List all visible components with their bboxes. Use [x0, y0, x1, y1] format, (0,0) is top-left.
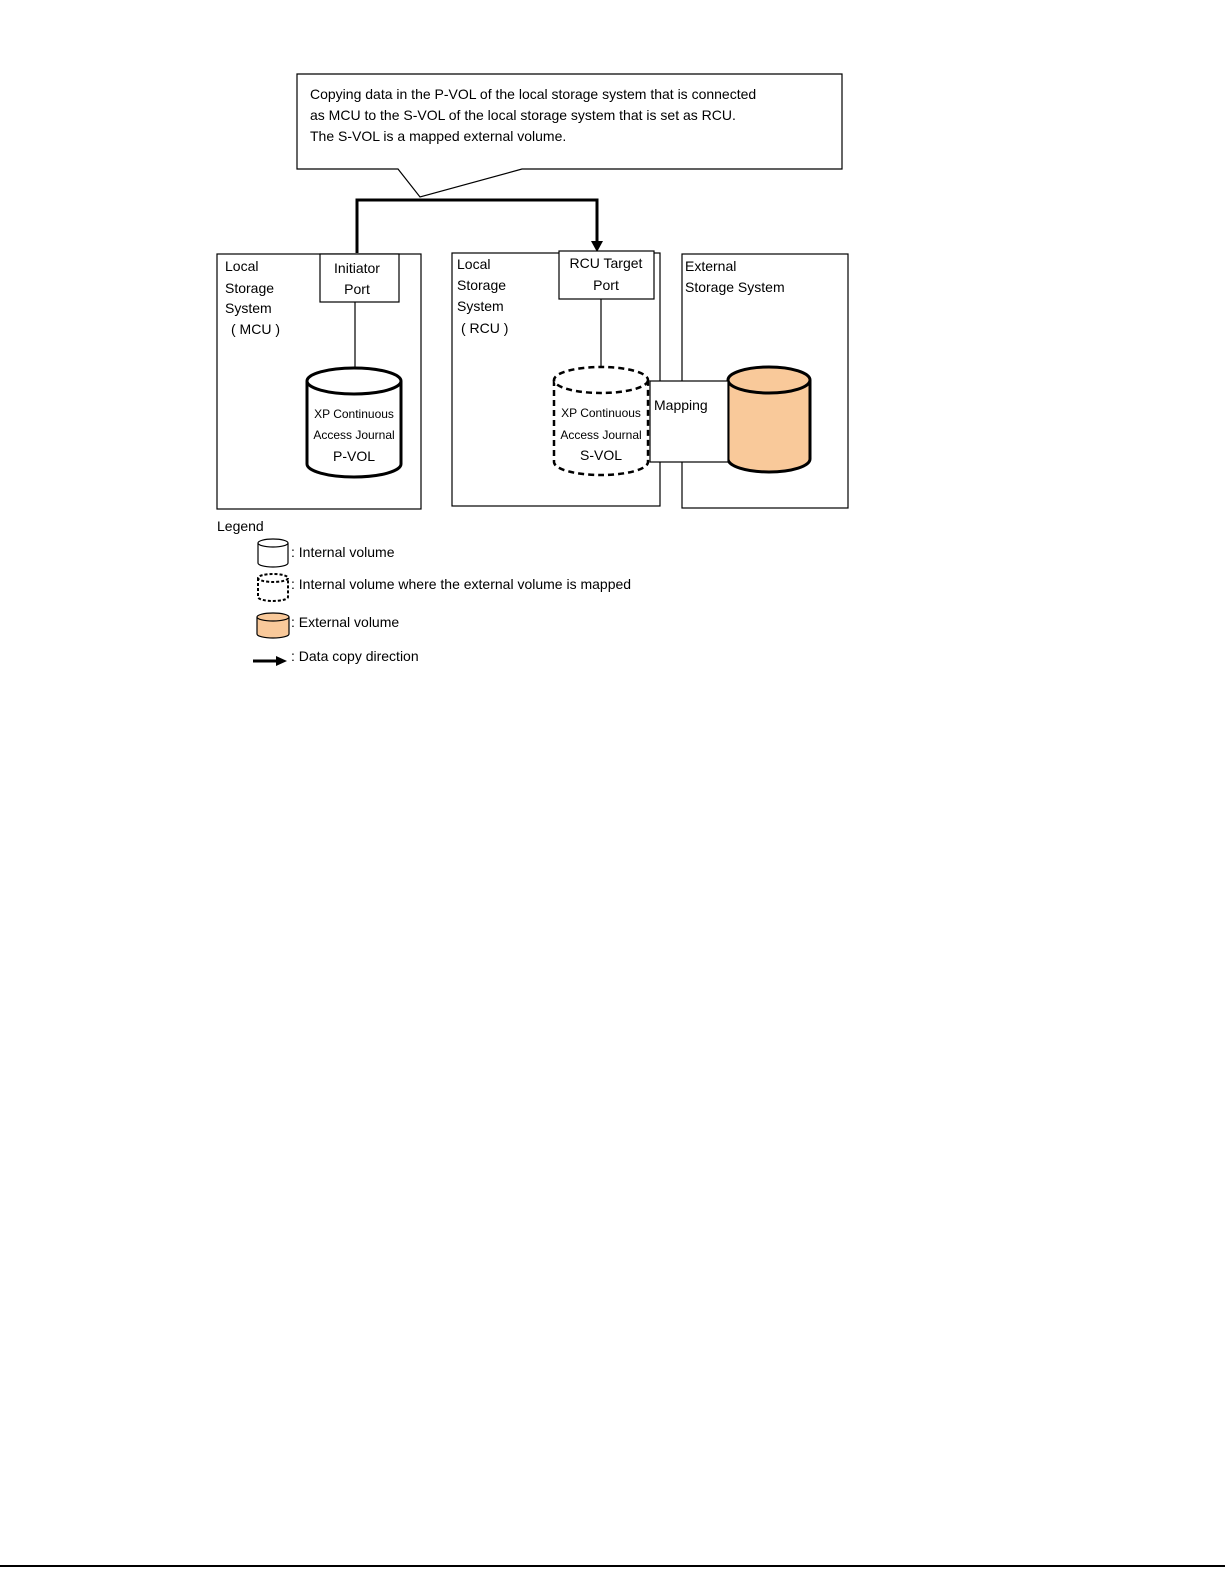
- mcu-label-2: Storage: [225, 280, 274, 296]
- legend: Legend : Internal volume : Internal volu…: [217, 518, 631, 666]
- rcu-target-port: [558, 250, 655, 300]
- s-vol-label-3: S-VOL: [580, 447, 622, 463]
- mapping-box: Mapping: [649, 380, 729, 463]
- s-vol-cylinder: XP Continuous Access Journal S-VOL: [552, 365, 650, 477]
- legend-item-3: : External volume: [291, 614, 399, 630]
- mcu-label-1: Local: [225, 258, 258, 274]
- callout-line-2: as MCU to the S-VOL of the local storage…: [310, 107, 736, 123]
- legend-title: Legend: [217, 518, 264, 534]
- mcu-storage-system: Local Storage System ( MCU ) Initiator P…: [216, 253, 422, 510]
- legend-item-1: : Internal volume: [291, 544, 395, 560]
- external-volume-cylinder: [726, 365, 812, 474]
- legend-item-4: : Data copy direction: [291, 648, 419, 664]
- rcu-target-port-label-1: RCU Target: [570, 255, 643, 271]
- initiator-port-label-2: Port: [344, 281, 370, 297]
- p-vol-label-3: P-VOL: [333, 448, 375, 464]
- rcu-label-1: Local: [457, 256, 490, 272]
- mapped-volume-icon: [257, 573, 289, 602]
- callout: Copying data in the P-VOL of the local s…: [296, 73, 843, 198]
- mcu-label-3: System: [225, 300, 272, 316]
- p-vol-label-1: XP Continuous: [314, 407, 394, 421]
- external-label-2: Storage System: [685, 279, 785, 295]
- p-vol-cylinder: XP Continuous Access Journal P-VOL: [305, 366, 403, 479]
- data-copy-path: [355, 198, 603, 253]
- callout-line-3: The S-VOL is a mapped external volume.: [310, 128, 566, 144]
- external-volume-icon: [256, 612, 290, 639]
- external-label-1: External: [685, 258, 736, 274]
- mcu-label-4: ( MCU ): [231, 321, 280, 337]
- s-vol-label-2: Access Journal: [560, 428, 641, 442]
- internal-volume-icon: [257, 538, 289, 568]
- rcu-storage-system: Local Storage System ( RCU ) RCU Target …: [451, 250, 661, 507]
- callout-line-1: Copying data in the P-VOL of the local s…: [310, 86, 756, 102]
- initiator-port: [319, 253, 400, 303]
- rcu-label-3: System: [457, 298, 504, 314]
- p-vol-label-2: Access Journal: [313, 428, 394, 442]
- rcu-label-2: Storage: [457, 277, 506, 293]
- arrow-icon: [253, 656, 287, 666]
- s-vol-label-1: XP Continuous: [561, 406, 641, 420]
- mapping-label: Mapping: [654, 397, 708, 413]
- initiator-port-label-1: Initiator: [334, 260, 380, 276]
- legend-item-2: : Internal volume where the external vol…: [291, 576, 631, 592]
- rcu-label-4: ( RCU ): [461, 320, 508, 336]
- rcu-target-port-label-2: Port: [593, 277, 619, 293]
